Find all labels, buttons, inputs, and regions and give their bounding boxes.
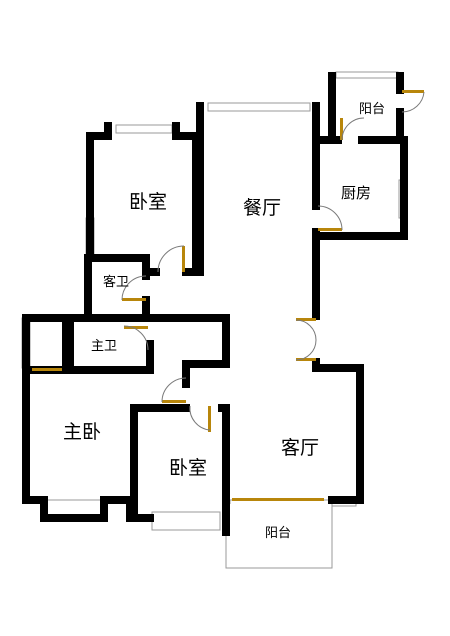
door-balcony-top [340,117,365,141]
door-bedroom-upper [157,245,185,273]
label-bedroom-upper: 卧室 [129,191,167,213]
wall-balcony-top [328,72,404,144]
window-dining-top [207,102,311,112]
label-bedroom-lower: 卧室 [169,457,207,479]
doors [32,90,425,501]
wall-master-north [22,314,230,368]
door-master-bedroom [161,377,187,403]
wall-bedroom-lower [130,404,230,536]
door-master-bath [123,325,149,351]
label-balcony-bottom: 阳台 [265,526,291,541]
label-dining: 餐厅 [243,197,281,219]
window-bedroom-upper-top [115,124,173,134]
label-balcony-top: 阳台 [359,102,385,117]
wall-dining [196,102,364,504]
label-guest-bath: 客卫 [103,274,129,290]
room-labels: 阳台 厨房 餐厅 卧室 客卫 主卫 主卧 卧室 客厅 阳台 [63,102,385,541]
label-master-bath: 主卫 [91,339,117,354]
windows [21,71,408,531]
label-master-bedroom: 主卧 [63,421,101,443]
walls [22,72,408,536]
label-living: 客厅 [281,437,319,459]
door-entry-double [295,318,317,361]
window-balcony-top [335,71,399,79]
door-bedroom-lower [189,405,211,432]
wall-master-bath-east [22,314,154,374]
door-master-balcony-sill [32,368,62,371]
wall-master-west [22,314,134,522]
door-balcony-top-outer [401,90,425,113]
window-bedroom-lower-bottom [151,511,221,531]
label-kitchen: 厨房 [341,184,371,202]
door-kitchen [317,205,343,231]
door-balcony-bottom-slider [232,498,324,501]
door-guest-bath [121,275,147,301]
